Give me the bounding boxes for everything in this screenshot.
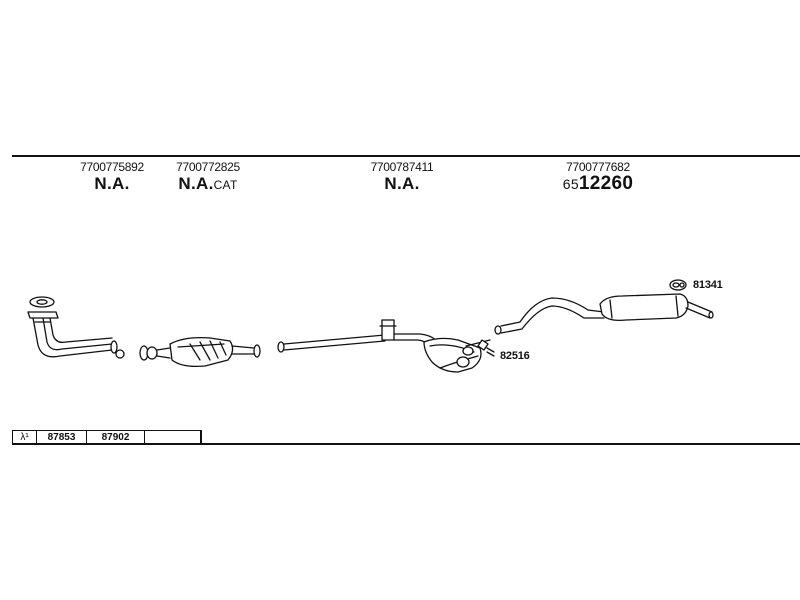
part-number: 7700787411	[370, 160, 434, 174]
clamp-drawing	[477, 339, 495, 357]
table-cell	[145, 431, 201, 444]
rubber-mount-drawing	[669, 279, 687, 291]
part-reference: N.A.	[94, 174, 130, 193]
rear-silencer-drawing	[494, 293, 714, 335]
part-reference: 6512260	[562, 173, 634, 194]
table-cell: 87853	[37, 431, 87, 444]
part-number: 7700775892	[80, 160, 144, 174]
part-column-middle-silencer: 7700787411 N.A.	[362, 160, 442, 194]
front-pipe-drawing	[27, 296, 125, 359]
part-number: 7700772825	[176, 160, 240, 174]
reference-table: λ¹ 87853 87902	[12, 430, 202, 444]
table-cell: 87902	[87, 431, 145, 444]
bottom-divider	[12, 443, 800, 445]
callout-rear-mount: 81341	[693, 279, 723, 291]
part-column-catalyst: 7700772825 N.A.CAT	[168, 160, 248, 195]
part-reference: N.A.CAT	[178, 174, 238, 193]
callout-clamp: 82516	[500, 350, 530, 362]
part-reference: N.A.	[384, 174, 420, 193]
part-number: 7700777682	[566, 160, 630, 174]
table-symbol: λ¹	[13, 431, 37, 444]
top-divider	[12, 155, 800, 157]
part-column-front-pipe: 7700775892 N.A.	[72, 160, 152, 195]
catalyst-drawing	[139, 336, 261, 368]
middle-silencer-drawing	[277, 319, 491, 373]
part-column-rear-silencer: 7700777682 6512260	[558, 160, 638, 194]
